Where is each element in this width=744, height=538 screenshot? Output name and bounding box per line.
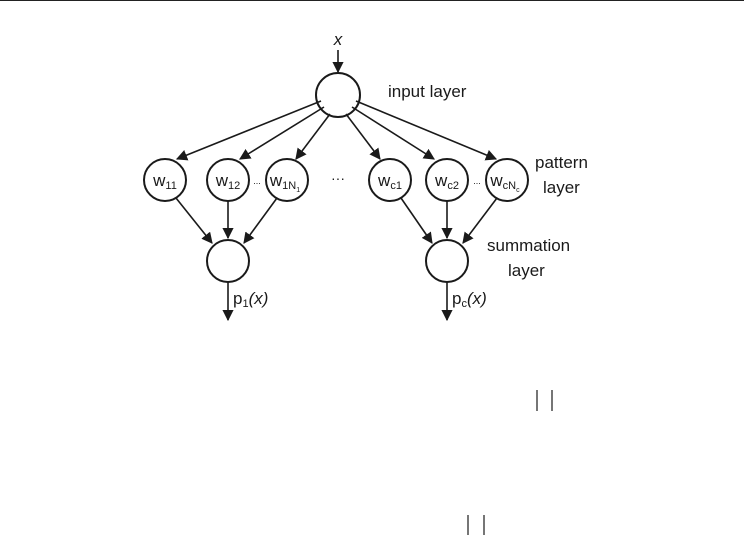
edge-w11-sum1 bbox=[176, 198, 212, 243]
input-node bbox=[316, 73, 360, 117]
pattern-node-wcnc: wcNc bbox=[486, 159, 528, 201]
stray-marks bbox=[468, 390, 552, 535]
wcnc-sub: cN bbox=[503, 180, 517, 192]
pattern-node-wc1: wc1 bbox=[369, 159, 411, 201]
wc1-sub: c1 bbox=[390, 180, 402, 192]
out1-base: p bbox=[233, 289, 242, 308]
wc2-sub: c2 bbox=[447, 180, 459, 192]
wc1-base: w bbox=[377, 171, 391, 190]
edge-input-wc2 bbox=[352, 107, 434, 159]
wcnc-base: w bbox=[489, 171, 503, 190]
edge-input-w11 bbox=[177, 101, 321, 159]
w1n1-base: w bbox=[269, 171, 283, 190]
summation-node-c bbox=[426, 240, 468, 282]
pattern-node-w11: w11 bbox=[144, 159, 186, 201]
w1n1-subsub: 1 bbox=[296, 187, 300, 194]
input-symbol: x bbox=[333, 30, 343, 49]
outc-base: p bbox=[452, 289, 461, 308]
w12-base: w bbox=[215, 171, 229, 190]
w12-sub: 12 bbox=[228, 180, 240, 192]
edge-input-wcnc bbox=[356, 101, 496, 159]
summation-layer-label-line2: layer bbox=[508, 261, 545, 280]
summation-layer-label-line1: summation bbox=[487, 236, 570, 255]
pattern-node-w12: w12 bbox=[207, 159, 249, 201]
w11-sub: 11 bbox=[165, 180, 176, 192]
w11-base: w bbox=[152, 171, 166, 190]
dots-group1: ... bbox=[253, 176, 261, 186]
dots-between-groups: ··· bbox=[331, 170, 345, 186]
output-label-c: pc(x) bbox=[452, 289, 487, 310]
input-layer-label: input layer bbox=[388, 82, 467, 101]
pattern-layer-label-line1: pattern bbox=[535, 153, 588, 172]
pattern-layer-label-line2: layer bbox=[543, 178, 580, 197]
edge-wc1-sumc bbox=[401, 198, 432, 243]
pattern-node-wc2: wc2 bbox=[426, 159, 468, 201]
wc2-base: w bbox=[434, 171, 448, 190]
pattern-to-summation-edges bbox=[176, 198, 497, 243]
edge-input-w12 bbox=[240, 107, 324, 159]
out1-arg: (x) bbox=[249, 289, 269, 308]
wcnc-subsub: c bbox=[516, 187, 520, 194]
summation-node-1 bbox=[207, 240, 249, 282]
dots-group2: ... bbox=[473, 176, 481, 186]
w1n1-sub: 1N bbox=[282, 180, 296, 192]
outc-arg: (x) bbox=[467, 289, 487, 308]
pattern-node-w1n1: w1N1 bbox=[266, 159, 308, 201]
edge-w1n1-sum1 bbox=[244, 198, 277, 243]
output-label-1: p1(x) bbox=[233, 289, 268, 310]
